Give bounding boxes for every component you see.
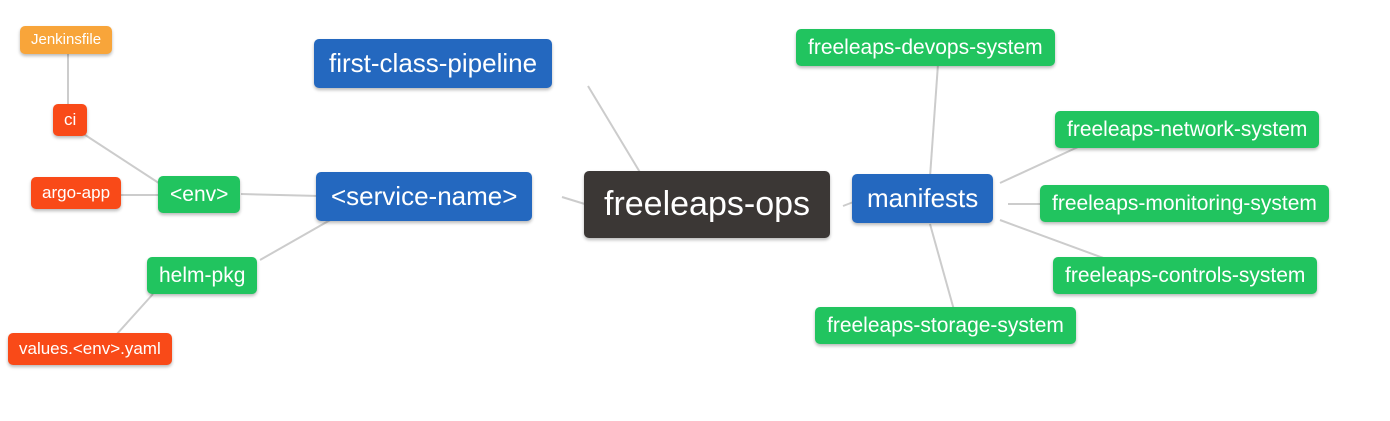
- node-ci[interactable]: ci: [53, 104, 88, 137]
- node-env[interactable]: <env>: [158, 176, 241, 214]
- node-jenkinsfile[interactable]: Jenkinsfile: [20, 26, 113, 54]
- edge-values-helm-pkg: [115, 293, 154, 336]
- node-argo-app[interactable]: argo-app: [31, 177, 122, 210]
- edge-manifests-network: [999, 146, 1079, 184]
- node-freeleaps-monitoring-system[interactable]: freeleaps-monitoring-system: [1040, 185, 1329, 223]
- node-freeleaps-controls-system[interactable]: freeleaps-controls-system: [1053, 257, 1318, 295]
- edge-manifests-controls: [999, 219, 1107, 260]
- node-freeleaps-ops-root[interactable]: freeleaps-ops: [584, 171, 831, 238]
- edge-pipeline-ops: [587, 85, 642, 175]
- edge-helm-pkg-service-name: [259, 218, 333, 261]
- node-freeleaps-storage-system[interactable]: freeleaps-storage-system: [815, 307, 1076, 345]
- node-values-env-yaml[interactable]: values.<env>.yaml: [8, 333, 172, 366]
- edge-service-name-ops: [561, 196, 589, 206]
- node-freeleaps-network-system[interactable]: freeleaps-network-system: [1055, 111, 1320, 149]
- edge-manifests-storage: [929, 223, 955, 311]
- node-first-class-pipeline[interactable]: first-class-pipeline: [314, 39, 553, 89]
- edge-env-service-name: [240, 193, 321, 197]
- node-freeleaps-devops-system[interactable]: freeleaps-devops-system: [796, 29, 1055, 67]
- node-manifests[interactable]: manifests: [852, 174, 994, 224]
- node-service-name[interactable]: <service-name>: [316, 172, 533, 222]
- node-helm-pkg[interactable]: helm-pkg: [147, 257, 258, 295]
- edge-ci-env: [78, 130, 169, 190]
- edge-manifests-devops: [929, 63, 939, 178]
